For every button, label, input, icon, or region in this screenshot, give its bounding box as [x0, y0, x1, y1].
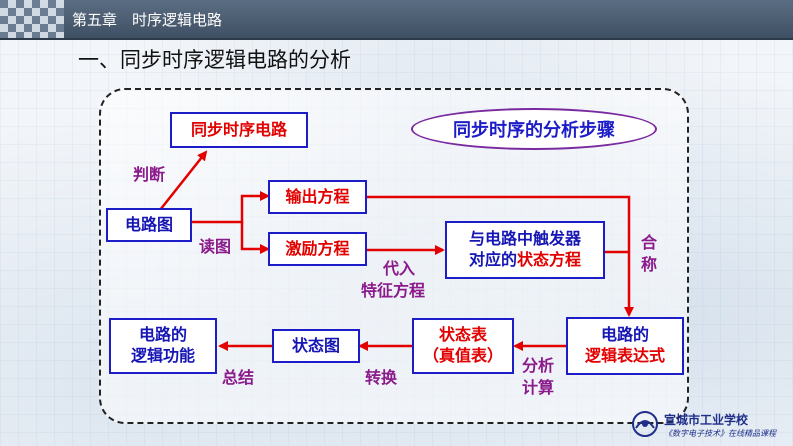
diagram-title: 同步时序的分析步骤	[411, 108, 657, 150]
node-logic-expression-line1: 电路的	[601, 325, 649, 346]
label-analyze-line2: 计算	[522, 378, 554, 399]
node-logic-expression-line2: 逻辑表达式	[585, 346, 665, 367]
node-ff-state-equation-line2: 对应的状态方程	[469, 250, 581, 271]
node-circuit-diagram-text: 电路图	[125, 215, 173, 236]
label-combine-1: 合	[641, 233, 657, 252]
label-analyze-line1: 分析	[522, 356, 554, 377]
node-state-diagram: 状态图	[272, 329, 360, 363]
node-logic-function: 电路的 逻辑功能	[109, 318, 217, 374]
label-summarize: 总结	[222, 368, 254, 389]
label-substitute-line2: 特征方程	[361, 281, 425, 302]
node-ff-state-equation-emphasis: 状态方程	[517, 250, 581, 269]
arrow-read-excitation	[242, 222, 268, 249]
node-logic-function-line1: 电路的	[139, 325, 187, 346]
label-convert: 转换	[365, 368, 397, 389]
label-substitute-line1: 代入	[383, 259, 415, 280]
node-state-table-line2: （真值表）	[423, 346, 503, 367]
arrow-read-output	[192, 196, 268, 222]
label-judge: 判断	[133, 165, 165, 186]
node-sync-seq-circuit-text: 同步时序电路	[191, 120, 287, 141]
node-ff-state-equation-line2-prefix: 对应的	[469, 250, 517, 269]
school-name: 宣城市工业学校	[664, 411, 748, 428]
node-circuit-diagram: 电路图	[106, 208, 192, 242]
node-logic-expression: 电路的 逻辑表达式	[566, 317, 684, 375]
label-combine-2: 称	[641, 255, 657, 274]
node-state-diagram-text: 状态图	[292, 336, 340, 357]
node-ff-state-equation: 与电路中触发器 对应的状态方程	[445, 221, 605, 279]
node-excitation-equation-text: 激励方程	[285, 239, 349, 260]
arrow-judge	[160, 152, 206, 210]
node-logic-function-line2: 逻辑功能	[131, 346, 195, 367]
node-state-table-line1: 状态表	[439, 325, 487, 346]
node-output-equation: 输出方程	[268, 180, 367, 214]
node-output-equation-text: 输出方程	[285, 187, 349, 208]
label-read-diagram: 读图	[199, 237, 231, 258]
course-name: 《数字电子技术》在线精品课程	[664, 428, 776, 439]
node-ff-state-equation-line1: 与电路中触发器	[469, 229, 581, 250]
school-logo-icon	[630, 410, 660, 438]
node-state-table: 状态表 （真值表）	[412, 318, 514, 374]
node-excitation-equation: 激励方程	[268, 232, 367, 266]
label-combine: 合 称	[640, 232, 658, 275]
node-sync-seq-circuit: 同步时序电路	[170, 112, 308, 148]
